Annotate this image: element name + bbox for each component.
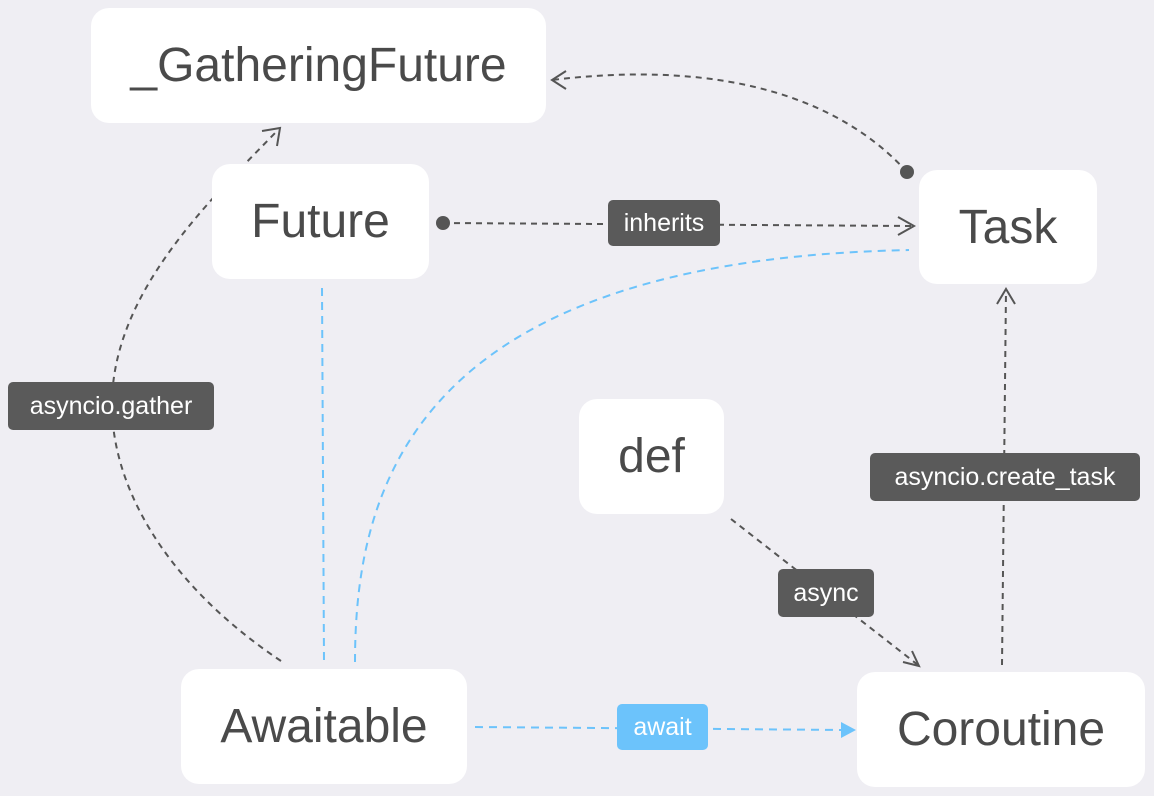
edge-future-to-task-arrowhead [897, 216, 917, 236]
edge-label-asyncio-gather: asyncio.gather [8, 382, 214, 430]
edge-label-async: async [778, 569, 874, 617]
node-awaitable: Awaitable [181, 669, 467, 784]
edge-label-await: await [617, 704, 708, 750]
edge-task-to-gathering-future-arrowhead [550, 70, 567, 90]
edge-label-inherits: inherits [608, 200, 720, 246]
edge-awaitable-to-gathering-future-arrowhead [261, 126, 282, 147]
node-task: Task [919, 170, 1097, 284]
edge-future-to-task-start-dot [436, 216, 450, 230]
node-future: Future [212, 164, 429, 279]
edge-task-to-gathering-future-start-dot [900, 165, 914, 179]
node-coroutine: Coroutine [857, 672, 1145, 787]
edge-awaitable-to-task [354, 249, 910, 663]
node-def: def [579, 399, 724, 514]
edge-def-to-coroutine-arrowhead [902, 650, 921, 668]
node-gathering-future: _GatheringFuture [91, 8, 546, 123]
edge-awaitable-to-coroutine-arrowhead [841, 722, 856, 738]
edge-awaitable-to-future [321, 287, 325, 663]
edge-coroutine-to-task-arrowhead [996, 287, 1016, 305]
edge-task-to-gathering-future [551, 73, 908, 173]
edge-label-asyncio-create-task: asyncio.create_task [870, 453, 1140, 501]
